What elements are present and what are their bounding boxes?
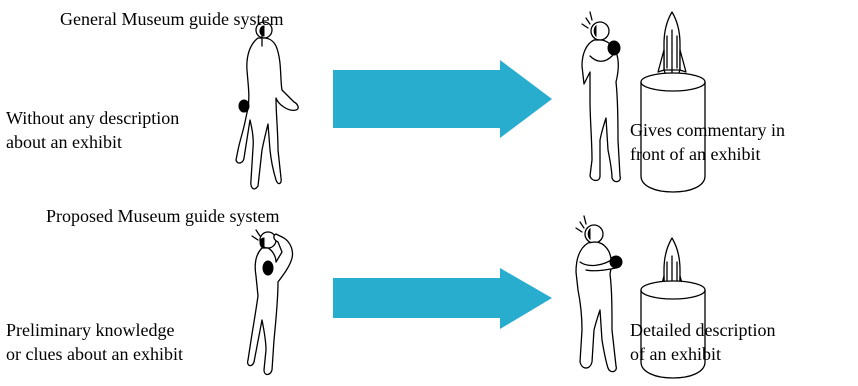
caption-line-2: front of an exhibit	[630, 142, 855, 166]
arrow-right-icon	[333, 60, 552, 138]
sound-waves-icon	[582, 12, 592, 28]
bottom-walking-visitor	[248, 230, 293, 375]
bottom-right-caption: Detailed description of an exhibit	[630, 318, 840, 366]
top-left-caption: Without any description about an exhibit	[6, 106, 252, 154]
bottom-left-caption: Preliminary knowledge or clues about an …	[6, 318, 254, 366]
earphone-icon	[588, 229, 590, 239]
top-row-title: General Museum guide system	[60, 7, 283, 31]
audio-guide-device-icon	[263, 261, 273, 275]
sound-waves-icon	[576, 216, 586, 232]
audio-guide-device-icon	[610, 256, 622, 268]
caption-line-2: of an exhibit	[630, 342, 840, 366]
person-figure-icon	[585, 225, 603, 243]
person-figure-icon	[591, 22, 609, 40]
top-right-caption: Gives commentary in front of an exhibit	[630, 118, 855, 166]
audio-guide-device-icon	[608, 41, 620, 55]
caption-text: Without any description	[6, 106, 179, 130]
caption-line-2: about an exhibit	[6, 130, 252, 154]
caption-line-1: Preliminary knowledge	[6, 318, 254, 342]
caption-line-2: or clues about an exhibit	[6, 342, 254, 366]
top-listening-visitor	[582, 12, 620, 182]
bottom-listening-visitor	[576, 216, 622, 372]
caption-line-1: Detailed description	[630, 318, 840, 342]
earphone-icon	[594, 26, 596, 36]
caption-line-1: Gives commentary in	[630, 118, 855, 142]
bottom-row-title: Proposed Museum guide system	[46, 204, 280, 228]
rocket-exhibit-icon	[658, 12, 686, 79]
earphone-icon	[260, 238, 264, 248]
caption-line-1: Without any description	[6, 106, 252, 130]
sound-waves-icon	[252, 230, 260, 240]
arrow-right-icon	[333, 268, 552, 329]
